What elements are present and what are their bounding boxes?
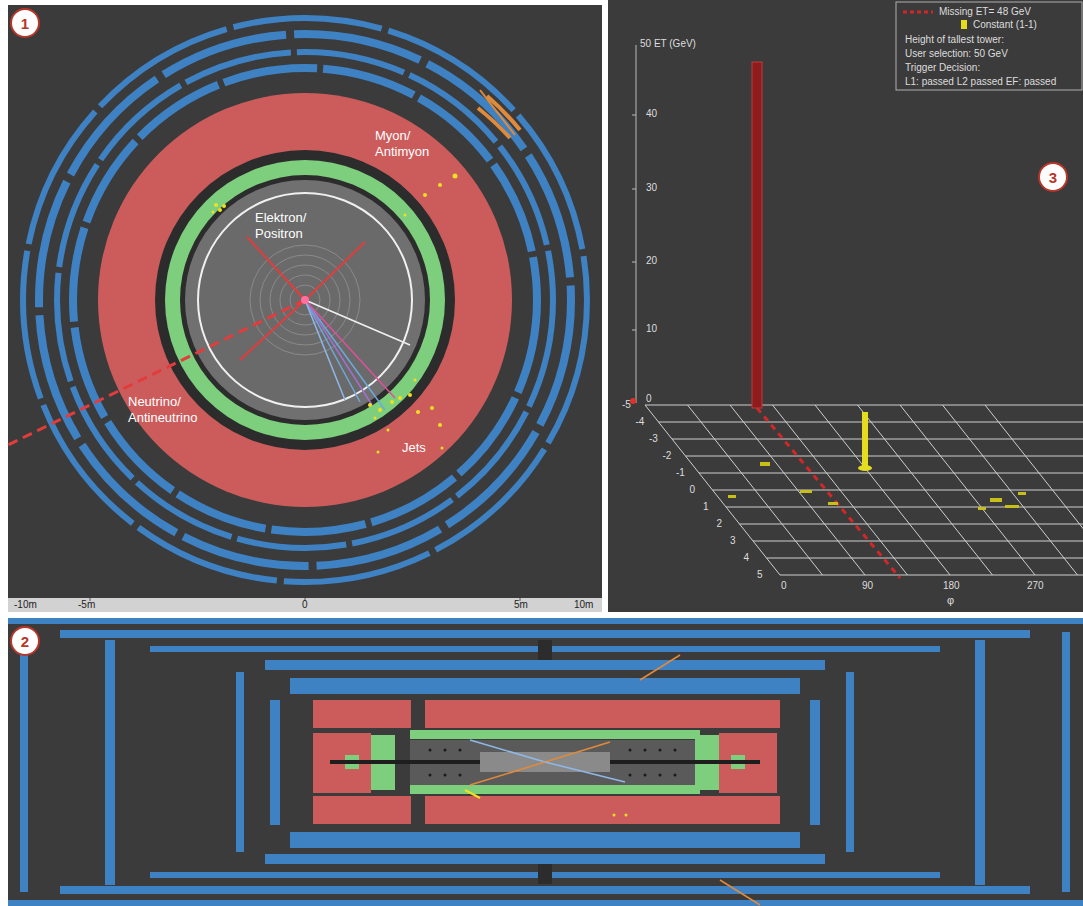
- axis-tick: 0: [690, 484, 696, 496]
- info-text: User selection: 50 GeV: [905, 48, 1008, 60]
- callout-number: 3: [1038, 162, 1068, 192]
- particle-label: Myon/ Antimyon: [375, 128, 435, 159]
- scale-strip: [8, 598, 602, 612]
- axis-label: 0: [646, 393, 652, 405]
- callout-number: 1: [10, 8, 40, 38]
- info-text: Trigger Decision:: [905, 62, 980, 74]
- axis-tick: φ: [947, 594, 954, 607]
- axis-tick: 3: [730, 535, 736, 547]
- axis-tick: 90: [862, 580, 873, 592]
- info-text: L1: passed L2 passed EF: passed: [905, 76, 1056, 88]
- axis-tick: -4: [636, 416, 645, 428]
- scale-label: 0: [302, 599, 308, 611]
- axis-label: 40: [646, 108, 657, 120]
- callout-number: 2: [10, 626, 40, 656]
- axis-tick: 270: [1027, 580, 1044, 592]
- side-view: [8, 618, 1083, 906]
- panel-ground: [8, 5, 602, 612]
- axis-tick: -1: [676, 467, 685, 479]
- callout-text: 3: [1049, 169, 1057, 186]
- callout-text: 2: [21, 633, 29, 650]
- panel-ground: [8, 618, 1083, 906]
- legend-row: Constant (1-1): [903, 18, 1037, 31]
- axis-tick: 2: [717, 518, 723, 530]
- legend-text: Missing ET= 48 GeV: [939, 6, 1031, 17]
- axis-tick: 4: [744, 552, 750, 564]
- panel-ground: [608, 0, 1083, 612]
- axis-tick: 180: [943, 580, 960, 592]
- axis-tick: 5: [757, 569, 763, 581]
- legend-text: Constant (1-1): [973, 19, 1037, 30]
- legend-sample: [903, 9, 933, 15]
- axis-label: 10: [646, 323, 657, 335]
- axis-tick: -5: [622, 399, 631, 411]
- axis-label: 50 ET (GeV): [640, 38, 696, 50]
- axis-tick: 1: [703, 501, 709, 513]
- legend-row: Missing ET= 48 GeV: [903, 5, 1037, 18]
- scale-label: -10m: [14, 599, 37, 611]
- scale-label: 5m: [514, 599, 528, 611]
- axis-tick: -3: [649, 433, 658, 445]
- scale-label: -5m: [78, 599, 95, 611]
- legend: Missing ET= 48 GeV Constant (1-1): [903, 5, 1037, 31]
- axis-tick: 0: [781, 580, 787, 592]
- particle-label: Elektron/ Positron: [255, 210, 321, 241]
- lego-plot: [630, 2, 1083, 578]
- particle-label: Neutrino/ Antineutrino: [128, 394, 216, 425]
- info-text: Height of tallest tower:: [905, 34, 1004, 46]
- axis-label: 20: [646, 255, 657, 267]
- legend-swatch: [961, 20, 967, 29]
- callout-text: 1: [21, 15, 29, 32]
- transverse-view: [8, 18, 587, 582]
- axis-label: 30: [646, 182, 657, 194]
- particle-label: Jets: [402, 440, 426, 456]
- axis-tick: -2: [663, 450, 672, 462]
- scale-label: 10m: [574, 599, 593, 611]
